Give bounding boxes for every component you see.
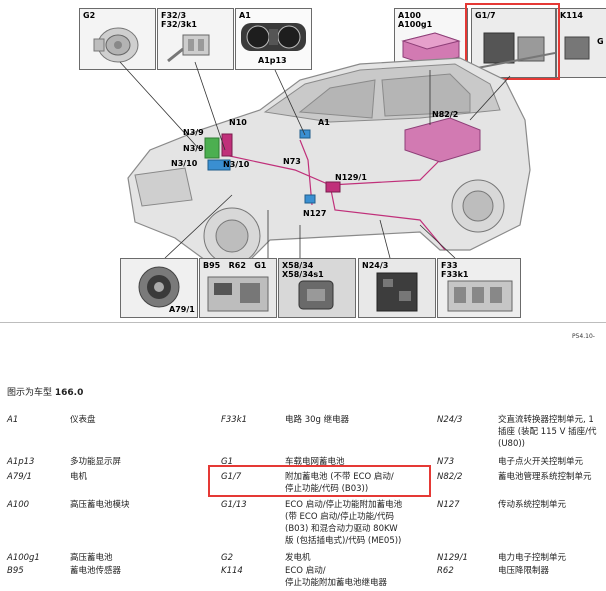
thumb-f33: F33 F33k1 (437, 258, 521, 318)
legend-desc: 车载电网蓄电池 (285, 457, 345, 467)
figure-id: P54.10- (572, 333, 595, 340)
relay-box-icon (447, 280, 513, 312)
callout-n73: N73 (283, 157, 301, 166)
legend-code: A79/1 (7, 472, 32, 482)
thumb-a1: A1 A1p13 (235, 8, 312, 70)
figure-divider (0, 322, 606, 323)
legend-desc: 发电机 (285, 553, 311, 563)
legend-desc: 高压蓄电池 (70, 553, 113, 563)
figure-caption: 图示为车型 166.0 (7, 385, 83, 398)
legend-desc: 电力电子控制单元 (498, 553, 567, 563)
thumb-label: G (597, 37, 604, 46)
thumb-label: A1 (239, 11, 251, 20)
callout-n39: N3/9 (183, 128, 204, 137)
vehicle-illustration (119, 57, 531, 265)
legend-desc: 蓄电池管理系统控制单元 (498, 472, 592, 482)
callout-n310b: N3/10 (223, 160, 250, 169)
thumb-label: K114 (560, 11, 583, 20)
legend-desc: ECO 启动/ 停止功能附加蓄电池继电器 (285, 566, 388, 588)
thumb-label: A1p13 (258, 56, 287, 65)
legend-desc: 仪表盘 (70, 415, 96, 425)
legend-desc: 多功能显示屏 (70, 457, 122, 467)
thumb-label: B95 R62 G1 (203, 261, 267, 270)
relay-icon (564, 36, 590, 60)
alternator-icon (93, 27, 139, 63)
callout-n127: N127 (303, 209, 327, 218)
thumb-label: N24/3 (362, 261, 389, 270)
legend-code: K114 (221, 566, 243, 576)
fuse-box-icon (167, 34, 210, 63)
legend-code: N24/3 (437, 415, 463, 425)
converter-unit-icon (376, 272, 418, 312)
legend-desc: 交直流转换器控制单元, 1 插座 (装配 115 V 插座/代 (U80)) (498, 415, 597, 449)
thumb-f32: F32/3 F32/3k1 (157, 8, 234, 70)
legend-code: G1/13 (221, 500, 247, 510)
electric-motor-icon (138, 266, 180, 308)
hv-battery-icon (401, 32, 461, 66)
legend-code: A100g1 (7, 553, 40, 563)
legend-code: F33k1 (221, 415, 248, 425)
legend-code: B95 (7, 566, 24, 576)
legend-code: G1 (221, 457, 233, 467)
callout-n310: N3/10 (171, 159, 198, 168)
legend-desc: 蓄电池传感器 (70, 566, 122, 576)
thumb-k114: K114 G (556, 8, 606, 78)
thumb-label: A79/1 (169, 305, 195, 314)
legend-desc: 电路 30g 继电器 (285, 415, 350, 425)
instrument-cluster-icon (241, 23, 306, 51)
legend-desc: 传动系统控制单元 (498, 500, 567, 510)
callout-n82: N82/2 (432, 110, 459, 119)
thumb-g17: G1/7 (471, 8, 556, 78)
caption-prefix: 图示为车型 (7, 388, 55, 398)
thumb-b95: B95 R62 G1 (199, 258, 277, 318)
callout-n1291: N129/1 (335, 173, 367, 182)
highlight-g17-legend (208, 465, 431, 497)
legend-code: R62 (437, 566, 454, 576)
legend-desc: 附加蓄电池 (不带 ECO 启动/ 停止功能/代码 (B03)) (285, 472, 394, 494)
battery-sensor-icon (207, 276, 269, 312)
thumb-n24: N24/3 (358, 258, 436, 318)
socket-icon (298, 280, 334, 310)
legend-code: N127 (437, 500, 460, 510)
legend-code: G2 (221, 553, 233, 563)
legend-code: A100 (7, 500, 30, 510)
caption-model: 166.0 (54, 388, 84, 398)
legend-code: G1/7 (221, 472, 242, 482)
thumb-x58: X58/34 X58/34s1 (278, 258, 356, 318)
callout-a1: A1 (318, 118, 330, 127)
thumb-label: F32/3 F32/3k1 (161, 11, 197, 29)
callout-n39b: N3/9 (183, 144, 204, 153)
legend-table: A1 仪表盘 F33k1 电路 30g 继电器 N24/3 交直流转换器控制单元… (0, 410, 606, 591)
thumb-label: F33 F33k1 (441, 261, 469, 279)
legend-code: N129/1 (437, 553, 468, 563)
callout-n10: N10 (229, 118, 247, 127)
legend-desc: ECO 启动/停止功能附加蓄电池 (带 ECO 启动/停止功能/代码 (B03)… (285, 500, 403, 546)
auxiliary-battery-icon (472, 32, 555, 70)
legend-desc: 电压降限制器 (498, 566, 550, 576)
highlight-g17-thumbnail (465, 3, 560, 80)
thumb-label: X58/34 X58/34s1 (282, 261, 324, 279)
thumb-label: A100 A100g1 (398, 11, 433, 29)
thumb-g2: G2 (79, 8, 156, 70)
thumb-label: G1/7 (475, 11, 496, 20)
legend-desc: 电子点火开关控制单元 (498, 457, 584, 467)
thumb-a79: A79/1 (120, 258, 198, 318)
legend-desc: 高压蓄电池模块 (70, 500, 130, 510)
legend-code: N82/2 (437, 472, 463, 482)
legend-code: A1 (7, 415, 19, 425)
thumb-label: G2 (83, 11, 96, 20)
legend-code: N73 (437, 457, 455, 467)
legend-code: A1p13 (7, 457, 35, 467)
legend-desc: 电机 (70, 472, 88, 482)
